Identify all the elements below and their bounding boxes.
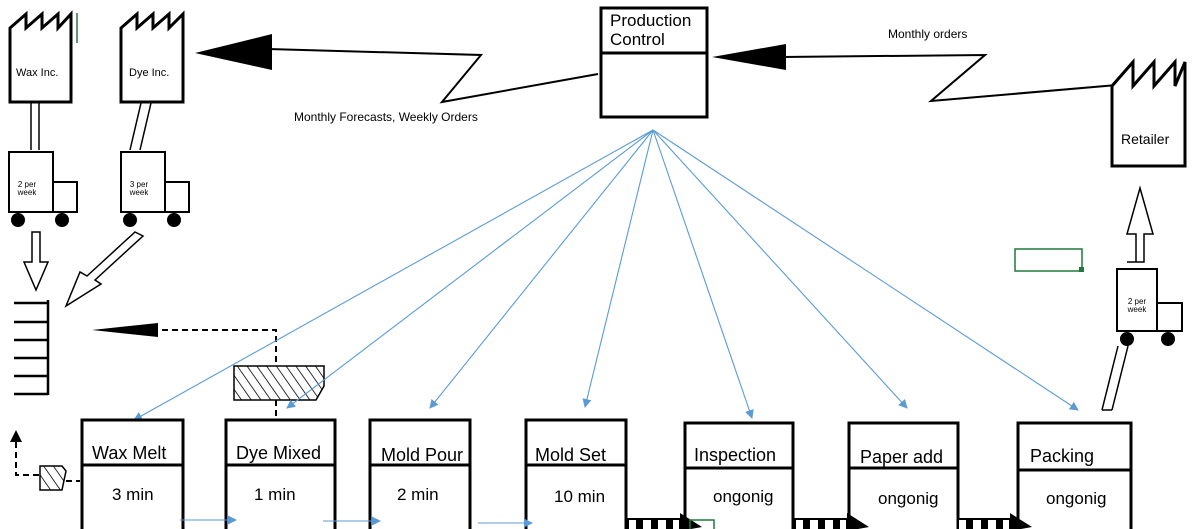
wax-shipment-lines xyxy=(30,103,40,150)
customer-shipment-lines xyxy=(1101,345,1129,411)
customer-factory-icon xyxy=(1110,58,1187,168)
dye-truck-label: 3 per week xyxy=(129,180,149,197)
process-box-packing xyxy=(1016,421,1133,529)
wax-truck-label: 2 per week xyxy=(17,180,37,197)
production-control-title: Production Control xyxy=(610,11,691,49)
supplier-wax-label: Wax Inc. xyxy=(16,67,59,79)
process-box-wax-melt xyxy=(80,418,185,529)
dye-shipment-lines xyxy=(129,102,152,151)
process-box-mold-set xyxy=(524,418,628,529)
supermarket-icon xyxy=(14,300,50,396)
process-time-mold-pour: 2 min xyxy=(397,485,439,504)
process-name-dye-mixed: Dye Mixed xyxy=(236,443,322,463)
material-flow-arrows xyxy=(180,515,533,528)
process-boxes xyxy=(80,418,1133,529)
wax-push-arrow-icon xyxy=(22,231,50,292)
production-control-line2: Control xyxy=(610,30,665,49)
process-name-inspection: Inspection xyxy=(694,445,777,465)
push-arrow-paper-packing-icon xyxy=(957,513,1032,529)
production-kanban-icon xyxy=(10,430,80,491)
wax-truck-icon xyxy=(8,151,78,227)
process-name-wax-melt: Wax Melt xyxy=(92,443,167,463)
process-box-paper-add xyxy=(847,421,960,529)
cell-marker-bottom xyxy=(689,519,715,529)
process-time-wax-melt: 3 min xyxy=(112,485,154,504)
push-arrow-mold-set-inspection-icon xyxy=(627,513,702,529)
process-name-mold-set: Mold Set xyxy=(535,445,607,465)
orders-label: Monthly orders xyxy=(888,27,968,41)
process-box-mold-pour xyxy=(368,418,472,529)
orders-info-flow xyxy=(712,44,1118,103)
supplier-wax-factory-icon xyxy=(8,10,73,104)
customer-label: Retailer xyxy=(1121,131,1170,147)
dye-truck-icon xyxy=(120,151,190,227)
process-time-inspection: ongonig xyxy=(713,487,774,506)
process-time-paper-add: ongonig xyxy=(878,489,939,508)
process-box-dye-mixed xyxy=(224,418,337,529)
kanban-post-icon xyxy=(233,365,325,401)
customer-push-arrow-icon xyxy=(1126,185,1154,263)
selected-cell-marker xyxy=(1014,248,1083,272)
forecast-label: Monthly Forecasts, Weekly Orders xyxy=(294,110,478,124)
process-name-packing: Packing xyxy=(1030,446,1095,466)
withdrawal-kanban-arrow xyxy=(92,323,277,420)
process-name-mold-pour: Mold Pour xyxy=(381,445,464,465)
production-control-line1: Production xyxy=(610,11,692,30)
process-name-paper-add: Paper add xyxy=(860,447,944,467)
customer-truck-label: 2 per week xyxy=(1127,297,1147,314)
cell-handle xyxy=(1079,267,1084,272)
forecast-info-flow xyxy=(195,34,599,104)
schedule-info-lines xyxy=(133,129,1079,421)
production-control-box xyxy=(599,6,709,119)
process-box-inspection xyxy=(683,421,795,529)
supplier-dye-label: Dye Inc. xyxy=(129,67,170,79)
dye-push-arrow-icon xyxy=(64,231,145,308)
process-time-packing: ongonig xyxy=(1046,489,1107,508)
process-time-mold-set: 10 min xyxy=(554,487,606,506)
supplier-dye-factory-icon xyxy=(119,10,185,104)
process-time-dye-mixed: 1 min xyxy=(254,485,296,504)
push-arrow-inspection-paper-icon xyxy=(794,513,869,529)
customer-truck-icon xyxy=(1116,268,1183,346)
